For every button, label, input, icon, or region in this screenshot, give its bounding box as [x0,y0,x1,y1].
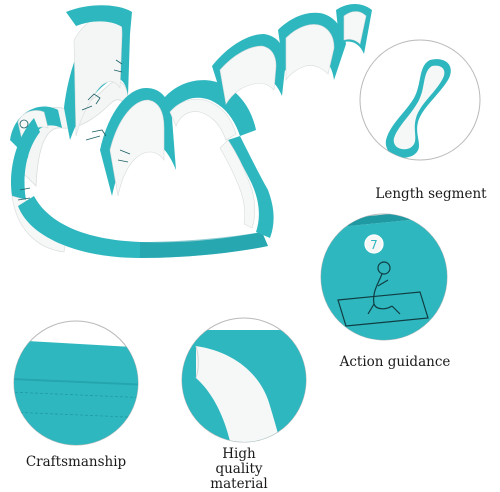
circle-badge-number: 7 [370,238,378,252]
length-segment-zoom [359,39,481,161]
main-strap [10,4,372,258]
craftsmanship-label: Craftsmanship [25,454,127,470]
product-image: 7 Length segment Action guidance Craftsm… [10,4,487,492]
action-guidance-label: Action guidance [339,354,451,370]
action-guidance-zoom: 7 [320,213,448,341]
high-quality-material-zoom [181,317,307,443]
strap-illustration: 7 [10,4,481,446]
high-quality-material-label: High quality material [210,446,268,492]
length-segment-label: Length segment [375,186,487,202]
craftsmanship-zoom [13,320,139,446]
